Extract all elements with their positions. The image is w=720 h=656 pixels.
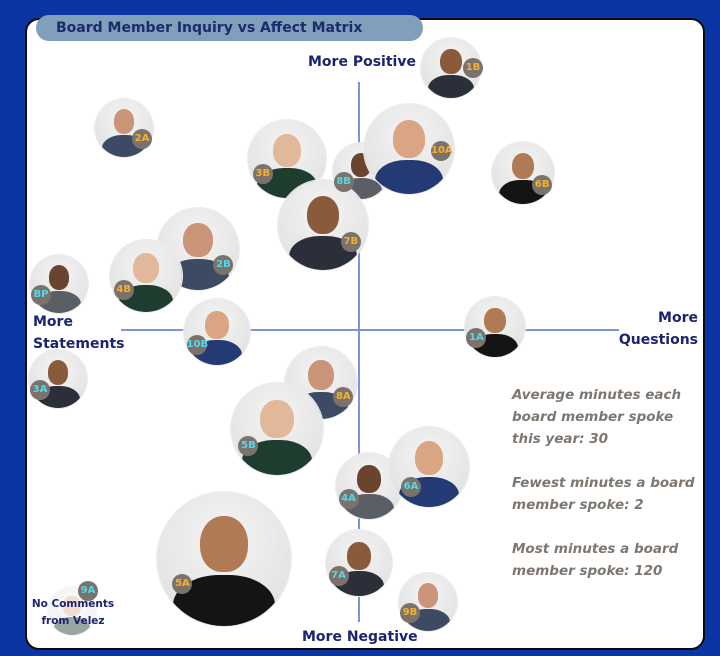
axis-label-left-line1: More [33, 314, 73, 330]
portrait-head [48, 265, 70, 290]
member-bubble-6a [389, 427, 469, 507]
axis-label-right: More Questions [600, 307, 698, 351]
portrait-head [417, 583, 439, 608]
member-id-badge: BP [31, 285, 52, 306]
member-id-badge: 8A [333, 386, 354, 407]
member-id-badge: 6A [401, 477, 421, 497]
member-id-badge: 2A [131, 129, 152, 150]
member-id-badge: 4B [113, 279, 134, 300]
portrait-head [308, 359, 334, 391]
member-id-badge: 3B [252, 163, 273, 184]
vertical-axis-line [358, 82, 360, 622]
member-bubble-9b [399, 573, 457, 631]
member-bubble-5b [231, 383, 323, 475]
portrait-head [306, 196, 340, 234]
stat-average: Average minutes each board member spoke … [512, 387, 682, 447]
portrait-head [511, 153, 535, 180]
member-id-badge: 4A [338, 488, 359, 509]
portrait-head [484, 307, 506, 333]
portrait-head [63, 595, 81, 616]
axis-label-left-line2: Statements [33, 336, 125, 352]
member-id-badge: 10A [431, 141, 453, 161]
member-id-badge: 1B [463, 58, 483, 78]
horizontal-axis-line [121, 329, 619, 331]
portrait-body [374, 159, 444, 194]
member-id-badge: 5B [238, 436, 259, 457]
portrait-head [205, 310, 229, 339]
member-bubble-5a [157, 492, 291, 626]
member-bubble-4b [110, 240, 182, 312]
member-bubble-1a [465, 297, 525, 357]
member-id-badge: 6B [532, 174, 553, 195]
member-id-badge: 2B [213, 254, 234, 275]
portrait-head [199, 516, 249, 573]
stat-most: Most minutes a board member spoke: 120 [512, 541, 679, 579]
portrait-head [392, 120, 426, 158]
portrait-head [47, 360, 69, 385]
member-id-badge: 10B [186, 334, 208, 355]
portrait-body [428, 75, 474, 98]
member-id-badge: 1A [466, 328, 487, 349]
portrait-head [260, 399, 294, 439]
member-bubble-7b [278, 180, 368, 270]
member-bubble-10b [184, 299, 250, 365]
member-id-badge: 5A [172, 574, 193, 595]
chart-title: Board Member Inquiry vs Affect Matrix [36, 15, 423, 41]
portrait-head [183, 222, 213, 258]
member-id-badge: 3A [30, 380, 51, 401]
stats-panel: Average minutes each board member spoke … [512, 384, 702, 604]
no-comments-note: No Comments from Velez [31, 598, 115, 627]
member-id-badge: 7A [328, 565, 349, 586]
portrait-body [53, 616, 91, 635]
portrait-head [133, 252, 159, 284]
portrait-head [440, 48, 462, 74]
member-bubble-3a [29, 350, 87, 408]
axis-label-left: More Statements [33, 311, 125, 355]
portrait-head [113, 109, 135, 134]
member-id-badge: 7B [340, 232, 361, 253]
axis-label-right-line1: More [658, 310, 698, 326]
member-id-badge: 9A [78, 581, 98, 601]
portrait-head [357, 464, 381, 493]
member-id-badge: 9B [400, 603, 421, 624]
portrait-head [272, 134, 302, 167]
axis-label-bottom: More Negative [302, 629, 418, 645]
stat-fewest: Fewest minutes a board member spoke: 2 [512, 475, 695, 513]
member-bubble-6b [492, 142, 554, 204]
portrait-head [414, 441, 444, 475]
portrait-head [347, 541, 371, 570]
member-id-badge: 8B [333, 171, 354, 192]
axis-label-top: More Positive [308, 54, 416, 70]
member-bubble-7a [326, 530, 392, 596]
axis-label-right-line2: Questions [618, 332, 698, 348]
